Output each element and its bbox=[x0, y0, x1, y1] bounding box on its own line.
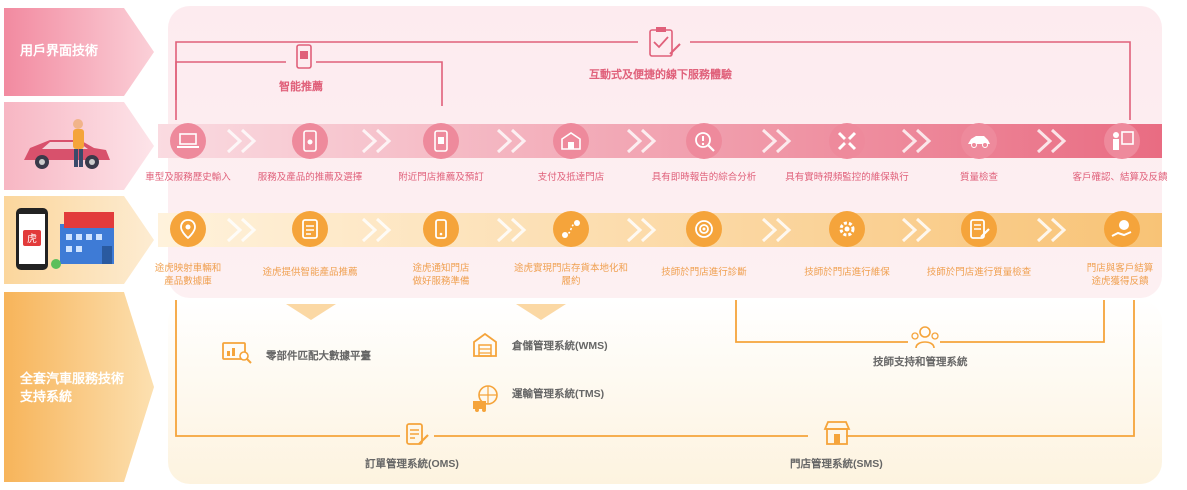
tuhu-stage-8: 門店與客戶結算 途虎獲得反饋 bbox=[1086, 263, 1154, 287]
laptop-icon bbox=[170, 123, 206, 159]
full-suite-label: 全套汽車服務技術 支持系統 bbox=[20, 371, 125, 404]
car-person-illustration bbox=[24, 119, 110, 169]
phone-store-illustration: 虎 bbox=[16, 208, 114, 270]
person-board-icon bbox=[1104, 123, 1140, 159]
tuhu-stage-1: 途虎映射車輛和 產品數據庫 bbox=[154, 263, 222, 287]
customer-stage-7: 質量檢查 bbox=[959, 172, 998, 183]
magnifier-alert-icon bbox=[686, 123, 722, 159]
tuhu-stage-6: 技師於門店進行維保 bbox=[804, 267, 890, 278]
tuhu-stage-3: 途虎通知門店 做好服務準備 bbox=[412, 263, 470, 287]
tuhu-stage-5: 技師於門店進行診斷 bbox=[661, 267, 747, 278]
smart-recommend-label: 智能推薦 bbox=[279, 81, 323, 93]
warehouse-icon bbox=[473, 332, 497, 357]
technician-system-label: 技師支持和管理系統 bbox=[873, 356, 968, 368]
sms-label: 門店管理系統(SMS) bbox=[790, 458, 883, 470]
store-icon bbox=[823, 421, 851, 445]
top-brackets bbox=[175, 41, 1131, 120]
edit-doc-icon bbox=[961, 211, 997, 247]
customer-stage-2: 服務及產品的推薦及選擇 bbox=[257, 172, 363, 183]
customer-stage-4: 支付及抵達門店 bbox=[537, 172, 605, 183]
target-icon bbox=[686, 211, 722, 247]
interactive-experience-label: 互動式及便捷的線下服務體驗 bbox=[589, 69, 732, 81]
storefront-icon bbox=[553, 123, 589, 159]
user-interface-label: 用戶界面技術 bbox=[20, 43, 99, 58]
oms-label: 訂單管理系統(OMS) bbox=[365, 458, 459, 470]
customer-stage-5: 具有即時報告的綜合分析 bbox=[651, 172, 757, 183]
parts-platform-label: 零部件匹配大數據平臺 bbox=[266, 350, 371, 362]
support-systems-panel bbox=[168, 300, 1162, 484]
tuhu-stage-2: 途虎提供智能產品推薦 bbox=[262, 267, 358, 278]
wrench-cross-icon bbox=[829, 123, 865, 159]
route-icon bbox=[553, 211, 589, 247]
gear-tool-icon bbox=[829, 211, 865, 247]
tuhu-stage-4: 途虎實現門店存貨本地化和 履約 bbox=[513, 263, 628, 287]
phone-notify-icon bbox=[423, 211, 459, 247]
tuhu-stage-7: 技師於門店進行質量檢查 bbox=[926, 267, 1032, 278]
tms-label: 運輸管理系統(TMS) bbox=[512, 388, 605, 400]
customer-stage-6: 具有實時視頻監控的維保執行 bbox=[785, 172, 909, 183]
customer-stage-3: 附近門店推薦及預訂 bbox=[398, 172, 484, 183]
checklist-pencil-icon bbox=[649, 27, 681, 57]
order-doc-icon bbox=[406, 423, 429, 445]
map-pin-icon bbox=[170, 211, 206, 247]
touch-phone-icon bbox=[292, 123, 328, 159]
hand-coin-icon bbox=[1104, 211, 1140, 247]
customer-stage-8: 客戶確認、結算及反饋 bbox=[1072, 172, 1168, 183]
user-interface-chevron bbox=[4, 8, 154, 96]
full-suite-chevron bbox=[4, 292, 154, 482]
customer-stage-1: 車型及服務歷史輸入 bbox=[145, 172, 231, 183]
big-data-monitor-icon bbox=[222, 342, 252, 364]
svg-text:虎: 虎 bbox=[27, 233, 37, 245]
smart-phone-icon bbox=[296, 44, 312, 69]
store-phone-icon bbox=[423, 123, 459, 159]
technician-group-icon bbox=[911, 326, 939, 349]
system-brackets bbox=[175, 300, 1135, 437]
transport-truck-icon bbox=[473, 385, 498, 412]
car-icon bbox=[961, 123, 997, 159]
checklist-icon bbox=[292, 211, 328, 247]
wms-label: 倉儲管理系統(WMS) bbox=[512, 340, 608, 352]
